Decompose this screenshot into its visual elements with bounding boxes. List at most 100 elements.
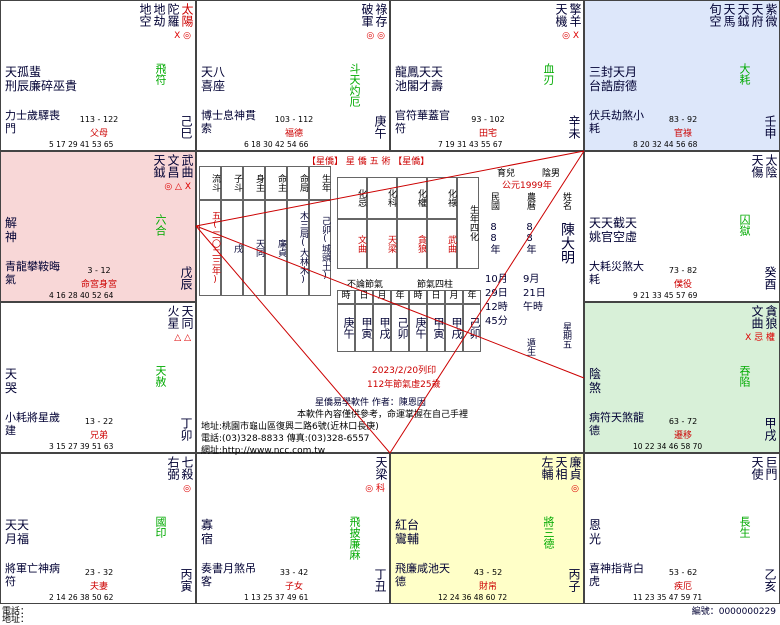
minguo-value: 88年 [488, 222, 499, 254]
minor-stars-top: 紅台 [395, 518, 420, 532]
age-range: 83 - 92 [668, 115, 698, 124]
year-list: 2 14 26 38 50 62 [49, 593, 114, 602]
minor-stars-bottom: 月福 [5, 532, 30, 546]
main-star: 天使 [750, 456, 764, 480]
main-star: 廉貞 [568, 456, 582, 480]
year-list: 6 18 30 42 54 66 [244, 140, 309, 149]
hua-value: 武曲 [427, 219, 457, 269]
main-star: 天鉞 [152, 154, 166, 178]
birth-lunar: 21日 [523, 288, 546, 299]
info-col-value: 己卯(城頭土) [309, 200, 331, 296]
main-stars: 祿存破軍 [334, 3, 388, 27]
year-list: 7 19 31 43 55 67 [438, 140, 503, 149]
main-stars: 武曲文昌天鉞 [113, 154, 194, 178]
left-small-stars: 伏兵劫煞小耗 [589, 109, 644, 135]
minor-stars-bottom: 哭 [5, 381, 18, 395]
sizhu-head: 時 [337, 290, 355, 304]
sizhu-head: 年 [463, 290, 481, 304]
right-small-stars: 飛符 [154, 63, 167, 85]
sihua-label: 生年四化 [457, 177, 479, 269]
year-list: 11 23 35 47 59 71 [633, 593, 703, 602]
main-star: 地劫 [152, 3, 166, 27]
minor-stars-top: 寡 [201, 518, 214, 532]
main-star: 破軍 [360, 3, 374, 27]
main-star: 太陰 [764, 154, 778, 178]
star-marks: ◎ [183, 484, 191, 494]
name-label: 姓名 [561, 192, 571, 210]
left-small-stars: 青龍攀鞍晦氣 [5, 260, 60, 286]
minor-stars-top: 天天截天 [589, 216, 638, 230]
right-small-stars: 天赦 [154, 365, 167, 387]
dunsheng: 遁生 [525, 338, 535, 356]
sizhu-value: 甲寅 [427, 304, 445, 352]
info-col-head: 命局 [287, 166, 309, 200]
minor-stars-bottom: 宿 [201, 532, 214, 546]
sizhu-head: 月 [445, 290, 463, 304]
age-range: 63 - 72 [668, 417, 698, 426]
main-star: 貪狼 [764, 305, 778, 329]
main-star: 祿存 [374, 3, 388, 27]
palace-stem: 戊辰 [179, 266, 193, 290]
minor-stars-top2: 刑辰廉碎巫貴 [5, 79, 78, 93]
age-range: 13 - 22 [84, 417, 114, 426]
birth-gregorian: 10月 [485, 274, 508, 285]
left-small-stars: 將軍亡神病符 [5, 562, 60, 588]
main-star: 天相 [554, 456, 568, 480]
main-star: 天馬 [722, 3, 736, 27]
main-stars: 天同火星 [140, 305, 194, 329]
year-list: 5 17 29 41 53 65 [49, 140, 114, 149]
info-col-head: 命主 [265, 166, 287, 200]
xingqi: 星期五 [561, 322, 571, 349]
web-line: 網址:http://www.ncc.com.tw [201, 446, 326, 456]
info-col-value: 廉貞 [265, 200, 287, 296]
palace-name: 疾厄 [673, 582, 692, 592]
sizhu-head: 日 [427, 290, 445, 304]
birth-gregorian: 45分 [485, 316, 508, 327]
sizhu-value: 庚午 [409, 304, 427, 352]
minor-stars-bottom: 池閣才壽 [395, 79, 444, 93]
nongli-value: 88年 [524, 222, 535, 254]
hua-value: 貪狼 [397, 219, 427, 269]
right-small-stars: 將三德 [542, 516, 555, 549]
main-star: 太陽 [180, 3, 194, 27]
main-star: 巨門 [764, 456, 778, 480]
main-star: 火星 [166, 305, 180, 329]
year-list: 10 22 34 46 58 70 [633, 442, 703, 451]
palace-name: 兄弟 [89, 431, 108, 441]
age-range: 103 - 112 [274, 115, 314, 124]
left-small-stars: 大耗災煞大耗 [589, 260, 644, 286]
year-list: 12 24 36 48 60 72 [438, 593, 508, 602]
minor-stars-top: 三封天月 [589, 65, 638, 79]
palace-stem: 丙寅 [179, 568, 193, 592]
hua-head: 化科 [367, 177, 397, 219]
right-small-stars: 吞陷 [738, 365, 751, 387]
minor-stars-top: 天天 [5, 518, 30, 532]
left-small-stars: 博士息神貫索 [201, 109, 256, 135]
birth-lunar: 9月 [523, 274, 540, 285]
right-small-stars: 飛披廉麻 [348, 516, 361, 560]
main-star: 武曲 [180, 154, 194, 178]
main-stars: 太陰天傷 [724, 154, 778, 178]
minor-stars-top: 天 [5, 367, 18, 381]
palace-stem: 乙亥 [763, 568, 777, 592]
palace-name: 財帛 [478, 582, 497, 592]
age-range: 23 - 32 [84, 568, 114, 577]
hua-head: 化忌 [337, 177, 367, 219]
year-list: 9 21 33 45 57 69 [633, 291, 698, 300]
main-star: 七殺 [180, 456, 194, 480]
sizhu-value: 甲戌 [445, 304, 463, 352]
center-info-panel: 【星僑】 星 僑 五 術 【星僑】 流斗五(二〇二三年)子斗戌身主天同命主廉貞命… [196, 151, 584, 456]
